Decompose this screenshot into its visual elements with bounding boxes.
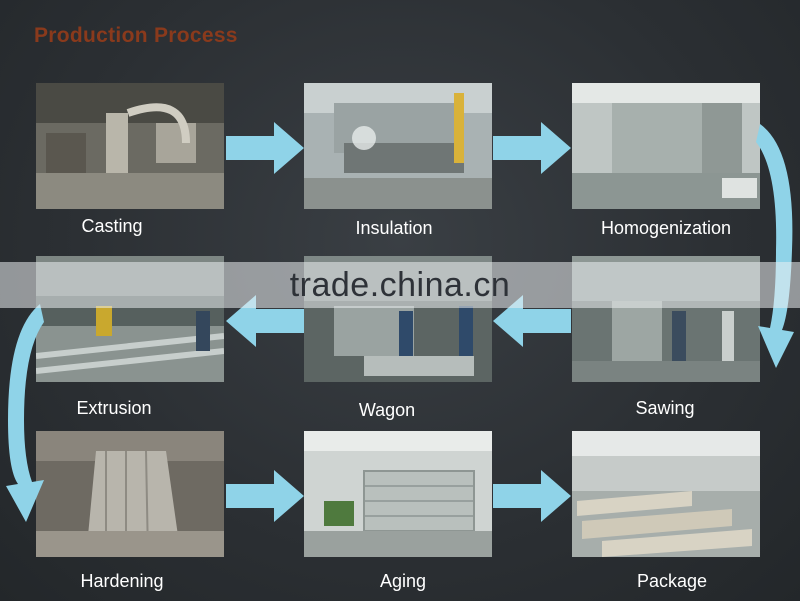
arrow-casting-to-insulation — [226, 122, 304, 174]
casting-photo — [36, 83, 224, 209]
homogenization-photo — [572, 83, 760, 209]
step-label-sawing: Sawing — [635, 398, 695, 418]
arrow-extrusion-to-hardening — [6, 304, 44, 522]
arrow-wagon-to-extrusion — [226, 295, 304, 347]
insulation-photo — [304, 83, 492, 209]
arrow-aging-to-package — [493, 470, 571, 522]
watermark-band — [0, 262, 800, 308]
step-label-casting: Casting — [81, 216, 143, 236]
hardening-photo — [36, 431, 224, 557]
arrow-sawing-to-wagon — [493, 295, 571, 347]
step-label-package: Package — [636, 571, 708, 591]
step-label-insulation: Insulation — [355, 218, 433, 238]
arrow-homogenization-to-sawing — [756, 124, 794, 368]
step-label-homogenization: Homogenization — [600, 218, 732, 238]
step-label-hardening: Hardening — [80, 571, 164, 591]
step-label-wagon: Wagon — [358, 400, 416, 420]
aging-photo — [304, 431, 492, 557]
arrow-hardening-to-aging — [226, 470, 304, 522]
step-label-aging: Aging — [379, 571, 427, 591]
package-photo — [572, 431, 760, 557]
arrow-insulation-to-homogenization — [493, 122, 571, 174]
watermark-text: trade.china.cn — [289, 266, 511, 304]
step-label-extrusion: Extrusion — [76, 398, 152, 418]
page-title: Production Process — [34, 24, 238, 47]
